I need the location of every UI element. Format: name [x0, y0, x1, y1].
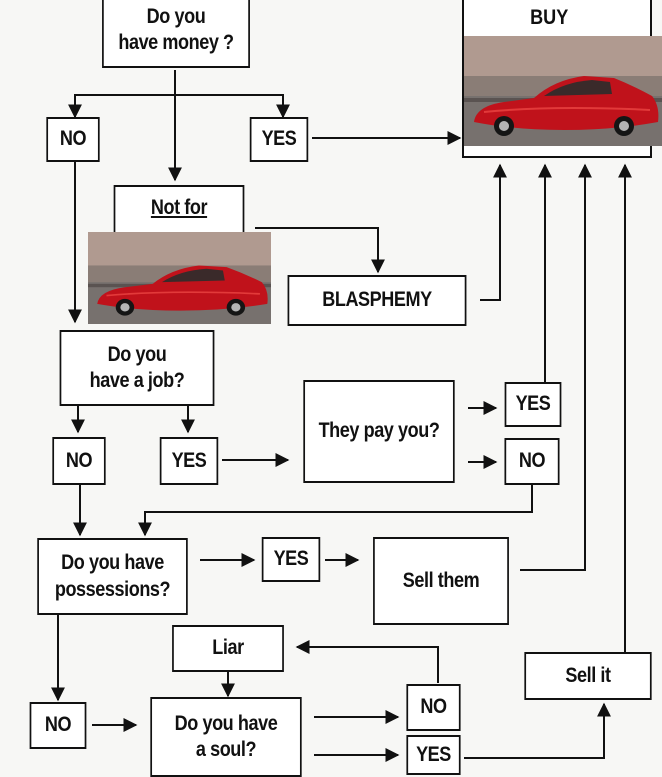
- yes-money-box: YES: [249, 117, 309, 162]
- possessions-yes-box: YES: [261, 537, 321, 582]
- not-for-box: Not for: [113, 185, 245, 235]
- possessions-no-label: NO: [44, 713, 72, 737]
- yes-job-box: YES: [159, 437, 219, 485]
- blasphemy-label: BLASPHEMY: [322, 288, 432, 312]
- yes-job-label: YES: [171, 448, 207, 472]
- soul-yes-label: YES: [416, 742, 451, 766]
- have-job-question-text: Do you have a job?: [89, 342, 185, 392]
- red-convertible-car-image-notfor: [88, 232, 271, 324]
- buy-label: BUY: [530, 6, 569, 29]
- sell-them-label: Sell them: [402, 568, 480, 592]
- blasphemy-box: BLASPHEMY: [287, 275, 467, 326]
- soul-yes-box: YES: [406, 735, 461, 775]
- arrow-payno-possessions: [138, 485, 533, 537]
- have-job-question-box: Do you have a job?: [59, 330, 215, 406]
- they-pay-you-box: They pay you?: [303, 380, 455, 483]
- no-job-box: NO: [52, 437, 106, 485]
- no-money-label: NO: [59, 127, 87, 151]
- have-possessions-question-text: Do you have possessions?: [54, 551, 171, 601]
- pay-yes-label: YES: [515, 392, 551, 416]
- arrow-soulyes-sellit: [464, 702, 611, 759]
- arrow-money-yes: [175, 94, 290, 119]
- pay-yes-box: YES: [504, 382, 562, 427]
- no-job-label: NO: [65, 448, 93, 472]
- arrow-sellthem-buy: [520, 163, 592, 571]
- arrow-soulno-liar: [295, 640, 439, 683]
- sell-them-box: Sell them: [373, 537, 509, 625]
- no-money-box: NO: [46, 117, 100, 162]
- have-soul-question-text: Do you have a soul?: [174, 711, 278, 761]
- have-money-question-text: Do you have money ?: [118, 4, 234, 54]
- soul-no-box: NO: [406, 684, 461, 731]
- they-pay-you-label: They pay you?: [318, 419, 440, 443]
- liar-box: Liar: [172, 625, 284, 672]
- not-for-label: Not for: [150, 196, 208, 219]
- have-soul-question-box: Do you have a soul?: [150, 697, 302, 777]
- pay-no-box: NO: [504, 438, 560, 485]
- arrow-notfor-blasphemy: [255, 227, 385, 274]
- possessions-yes-label: YES: [273, 547, 309, 571]
- arrow-money-no: [68, 70, 176, 119]
- pay-no-label: NO: [518, 449, 546, 473]
- arrow-blasphemy-buy: [480, 163, 507, 301]
- possessions-no-box: NO: [29, 702, 87, 749]
- red-convertible-car-image-buy: [464, 36, 662, 146]
- yes-money-label: YES: [261, 127, 297, 151]
- soul-no-label: NO: [420, 695, 447, 719]
- sell-it-label: Sell it: [565, 663, 611, 687]
- have-possessions-question-box: Do you have possessions?: [37, 538, 188, 615]
- sell-it-box: Sell it: [524, 652, 652, 700]
- liar-label: Liar: [212, 636, 244, 660]
- have-money-question-box: Do you have money ?: [102, 0, 250, 68]
